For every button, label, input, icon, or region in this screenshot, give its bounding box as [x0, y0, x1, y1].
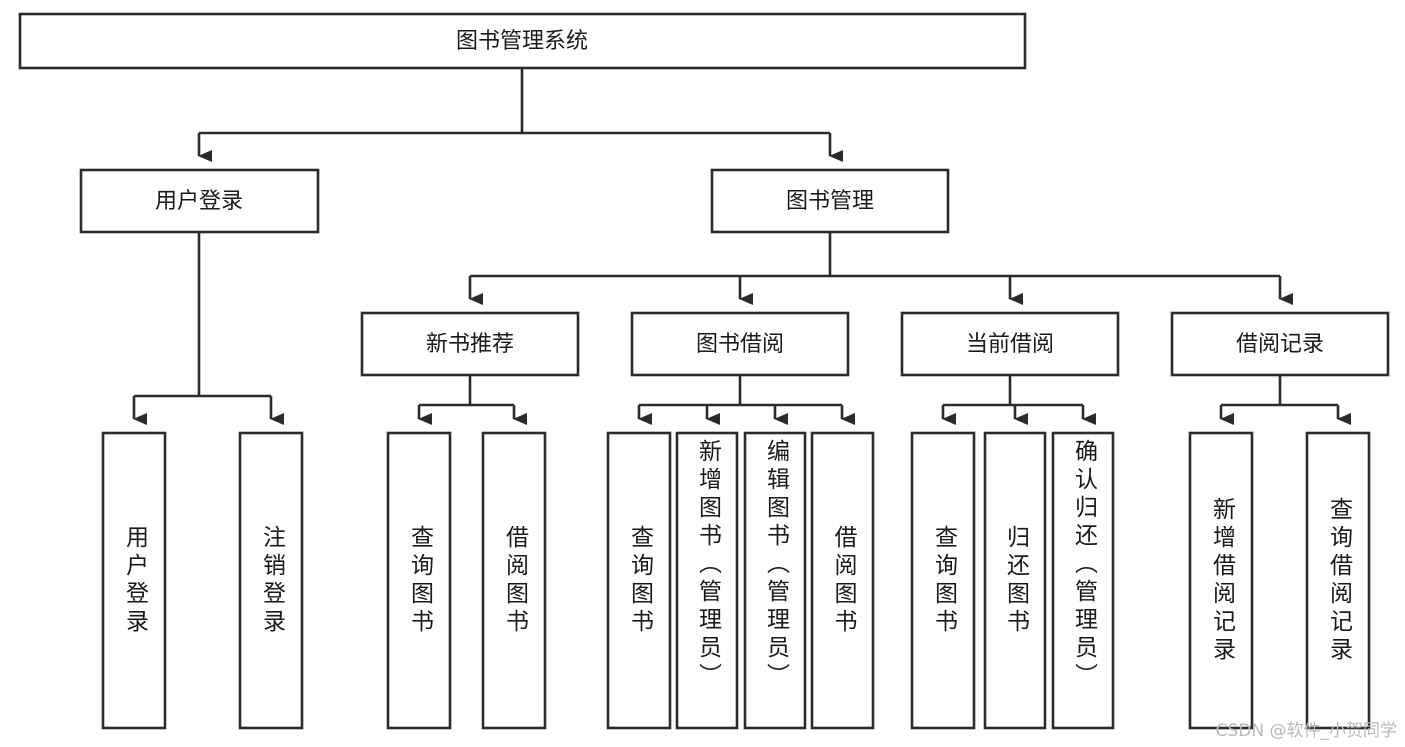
node-user-login[interactable]: 用户登录	[79, 168, 320, 234]
node-borrow-record-label: 借阅记录	[1236, 332, 1324, 357]
leaf-user-login-1-box[interactable]	[101, 431, 167, 730]
leaf-borrowrecord-add[interactable]: 新增借阅记录	[1188, 431, 1254, 730]
leaf-newbook-borrow[interactable]: 借阅图书	[481, 431, 547, 730]
node-book-management[interactable]: 图书管理	[710, 168, 950, 234]
leaf-borrowrecord-add-box[interactable]	[1188, 431, 1254, 730]
leaf-bookborrow-edit-label: 编辑图书（管理员）	[762, 439, 789, 691]
leaf-currentborrow-query-box[interactable]	[910, 431, 976, 730]
leaf-bookborrow-add[interactable]: 新增图书（管理员）	[675, 431, 739, 730]
node-book-borrow-label: 图书借阅	[696, 332, 784, 357]
leaf-borrowrecord-query-box[interactable]	[1305, 431, 1371, 730]
leaf-bookborrow-add-label: 新增图书（管理员）	[694, 439, 721, 691]
node-current-borrow[interactable]: 当前借阅	[900, 311, 1120, 377]
leaf-newbook-borrow-box[interactable]	[481, 431, 547, 730]
leaf-bookborrow-borrow[interactable]: 借阅图书	[810, 431, 875, 730]
leaf-user-logout[interactable]: 注销登录	[238, 431, 304, 730]
node-book-borrow[interactable]: 图书借阅	[630, 311, 850, 377]
leaf-currentborrow-confirm-box[interactable]	[1051, 431, 1115, 730]
node-root-label: 图书管理系统	[456, 29, 588, 54]
leaf-currentborrow-return-box[interactable]	[983, 431, 1047, 730]
leaf-bookborrow-edit[interactable]: 编辑图书（管理员）	[743, 431, 807, 730]
leaf-newbook-query-box[interactable]	[386, 431, 452, 730]
leaf-bookborrow-add-box[interactable]	[675, 431, 739, 730]
leaf-bookborrow-edit-box[interactable]	[743, 431, 807, 730]
leaf-currentborrow-confirm-label: 确认归还（管理员）	[1070, 439, 1097, 691]
leaf-user-login-1[interactable]: 用户登录	[101, 431, 167, 730]
leaf-bookborrow-query-box[interactable]	[606, 431, 672, 730]
leaf-currentborrow-query-label: 查询图书	[930, 524, 957, 637]
node-user-login-label: 用户登录	[155, 189, 243, 214]
node-root-box[interactable]	[18, 12, 1027, 70]
leaf-currentborrow-query[interactable]: 查询图书	[910, 431, 976, 730]
node-book-borrow-box[interactable]	[630, 311, 850, 377]
leaf-newbook-query[interactable]: 查询图书	[386, 431, 452, 730]
connector-layer	[132, 68, 1351, 425]
leaf-bookborrow-borrow-label: 借阅图书	[830, 524, 856, 637]
node-new-book-recommend[interactable]: 新书推荐	[360, 311, 580, 377]
leaf-borrowrecord-query-label: 查询借阅记录	[1325, 496, 1352, 665]
leaf-currentborrow-confirm[interactable]: 确认归还（管理员）	[1051, 431, 1115, 730]
leaf-currentborrow-return-label: 归还图书	[1002, 524, 1029, 637]
node-borrow-record-box[interactable]	[1170, 311, 1390, 377]
node-book-management-box[interactable]	[710, 168, 950, 234]
node-user-login-box[interactable]	[79, 168, 320, 234]
leaf-currentborrow-return[interactable]: 归还图书	[983, 431, 1047, 730]
leaf-user-logout-box[interactable]	[238, 431, 304, 730]
leaf-borrowrecord-add-label: 新增借阅记录	[1208, 496, 1235, 665]
node-current-borrow-box[interactable]	[900, 311, 1120, 377]
leaf-bookborrow-borrow-box[interactable]	[810, 431, 875, 730]
leaf-bookborrow-query[interactable]: 查询图书	[606, 431, 672, 730]
leaf-newbook-borrow-label: 借阅图书	[501, 524, 528, 637]
node-book-management-label: 图书管理	[786, 189, 874, 214]
node-new-book-recommend-box[interactable]	[360, 311, 580, 377]
node-borrow-record[interactable]: 借阅记录	[1170, 311, 1390, 377]
leaf-newbook-query-label: 查询图书	[406, 524, 433, 637]
node-new-book-recommend-label: 新书推荐	[426, 332, 514, 357]
leaf-bookborrow-query-label: 查询图书	[626, 524, 653, 637]
leaf-user-logout-label: 注销登录	[258, 524, 285, 637]
leaf-borrowrecord-query[interactable]: 查询借阅记录	[1305, 431, 1371, 730]
leaf-user-login-1-label: 用户登录	[121, 524, 148, 637]
node-root[interactable]: 图书管理系统	[18, 12, 1027, 70]
node-current-borrow-label: 当前借阅	[966, 332, 1054, 357]
